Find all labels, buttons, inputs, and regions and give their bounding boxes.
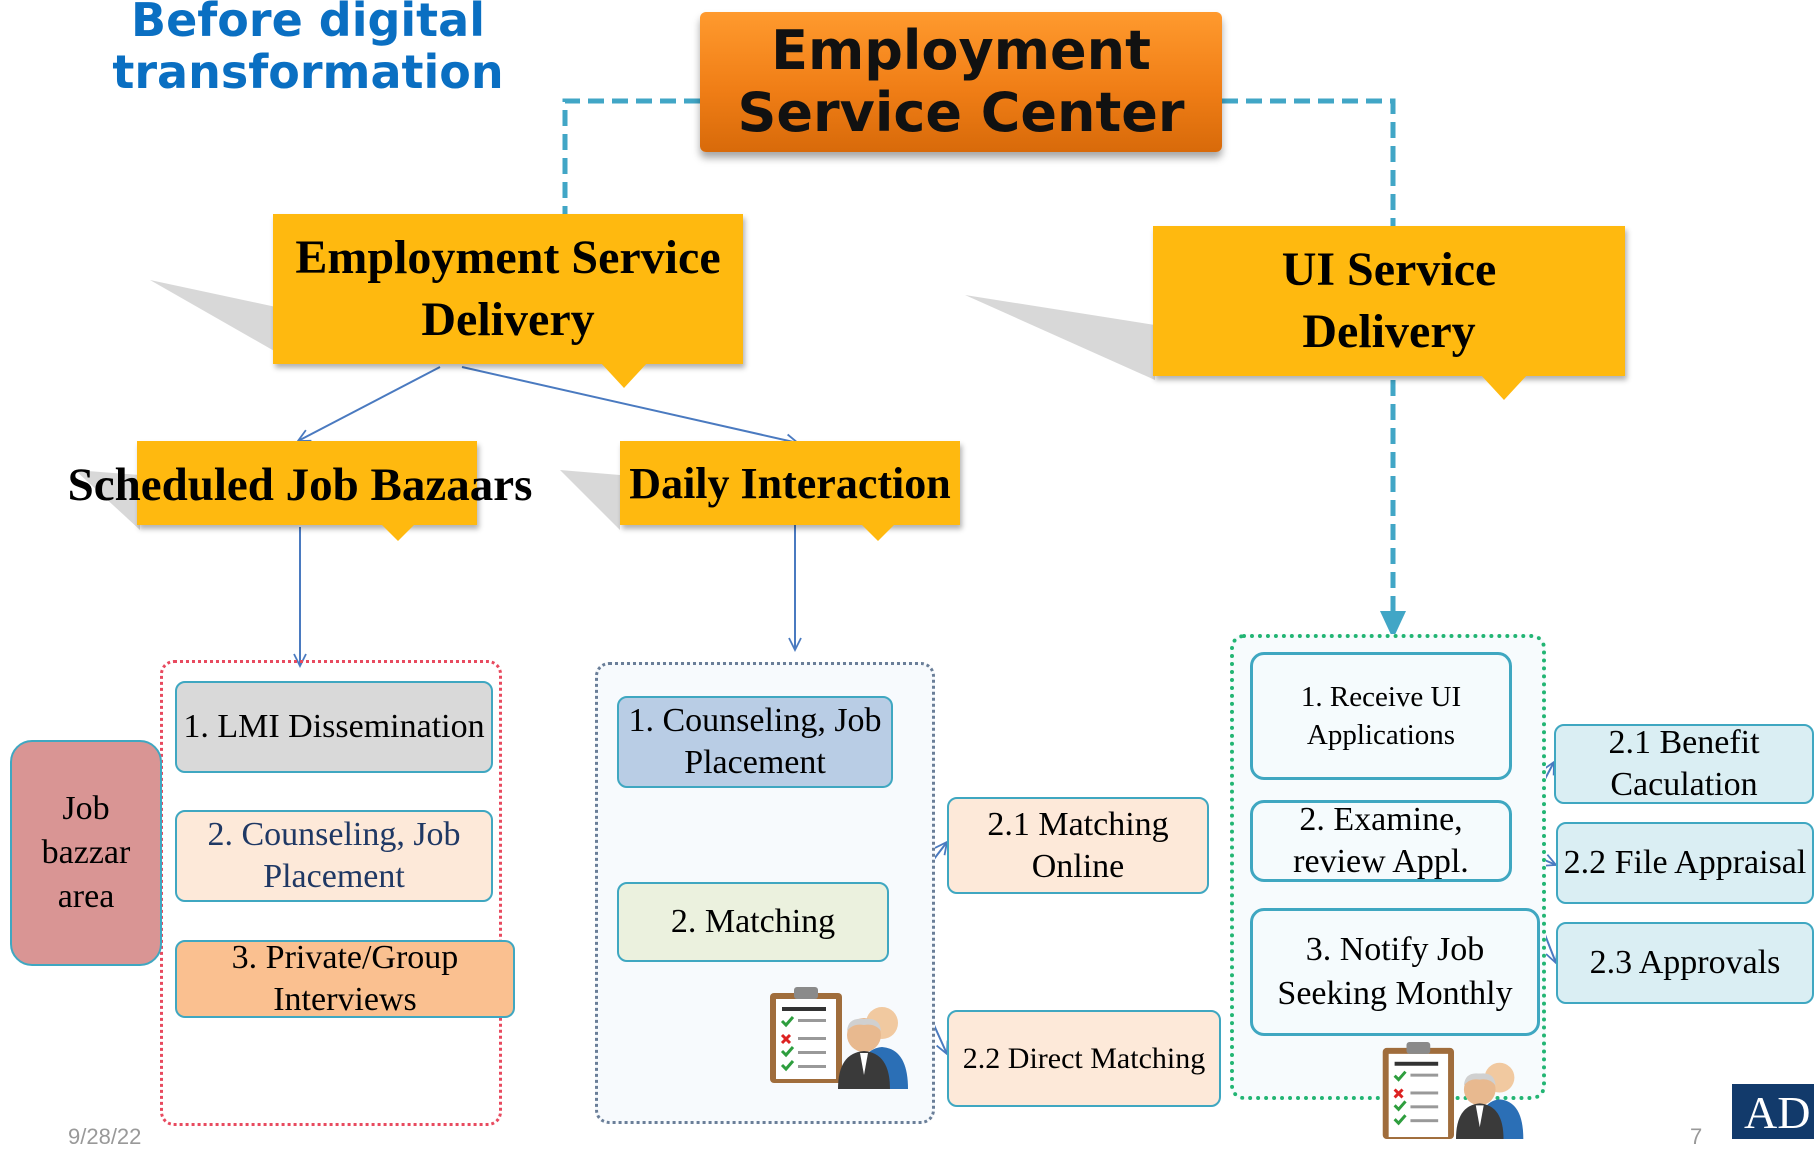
examine-review-appl: 2. Examine, review Appl.	[1250, 800, 1512, 882]
employment-service-delivery: Employment Service Delivery	[273, 214, 743, 364]
matching: 2. Matching	[617, 882, 889, 962]
receive-ui-applications: 1. Receive UI Applications	[1250, 652, 1512, 780]
callout-tail	[600, 362, 648, 388]
direct-matching: 2.2 Direct Matching	[947, 1010, 1221, 1107]
shadow-wedge	[75, 470, 140, 530]
benefit-caculation: 2.1 Benefit Caculation	[1554, 724, 1814, 804]
ui-service-delivery: UI Service Delivery	[1153, 226, 1625, 376]
center-node: Employment Service Center	[700, 12, 1222, 152]
matching-online: 2.1 Matching Online	[947, 797, 1209, 894]
bazaars-callout-bg	[137, 441, 477, 525]
scheduled-job-bazaars: Scheduled Job Bazaars	[67, 459, 533, 511]
callout-tail	[1480, 374, 1528, 400]
approvals: 2.3 Approvals	[1556, 922, 1814, 1004]
dashed-connector-right	[1222, 98, 1396, 226]
file-appraisal: 2.2 File Appraisal	[1556, 822, 1814, 904]
shadow-wedge	[560, 470, 620, 530]
callout-tail	[860, 523, 896, 541]
shadow-wedge	[965, 295, 1155, 380]
lmi-dissemination: 1. LMI Dissemination	[175, 681, 493, 773]
notify-job-seeking-monthly: 3. Notify Job Seeking Monthly	[1250, 908, 1540, 1036]
slide-date: 9/28/22	[68, 1124, 142, 1149]
checklist-interview-icon	[770, 987, 908, 1089]
callout-tail	[380, 523, 416, 541]
slide-title: Before digital transformation	[112, 0, 504, 99]
private-group-interviews: 3. Private/Group Interviews	[175, 939, 515, 1018]
checklist-interview-icon	[1382, 1041, 1524, 1139]
daily-interaction: Daily Interaction	[620, 441, 960, 525]
job-bazzar-area-label: Job bazzar area	[10, 740, 162, 966]
page-number: 7	[1690, 1124, 1703, 1149]
dashed-connector-left	[562, 98, 700, 214]
arrow-to-daily	[461, 366, 798, 443]
daily-counseling-job-placement: 1. Counseling, Job Placement	[617, 696, 893, 788]
adb-logo: AD	[1732, 1084, 1814, 1139]
bazaar-counseling-job-placement: 2. Counseling, Job Placement	[175, 810, 493, 902]
shadow-wedge	[150, 280, 290, 360]
arrow-to-bazaars	[298, 366, 441, 441]
